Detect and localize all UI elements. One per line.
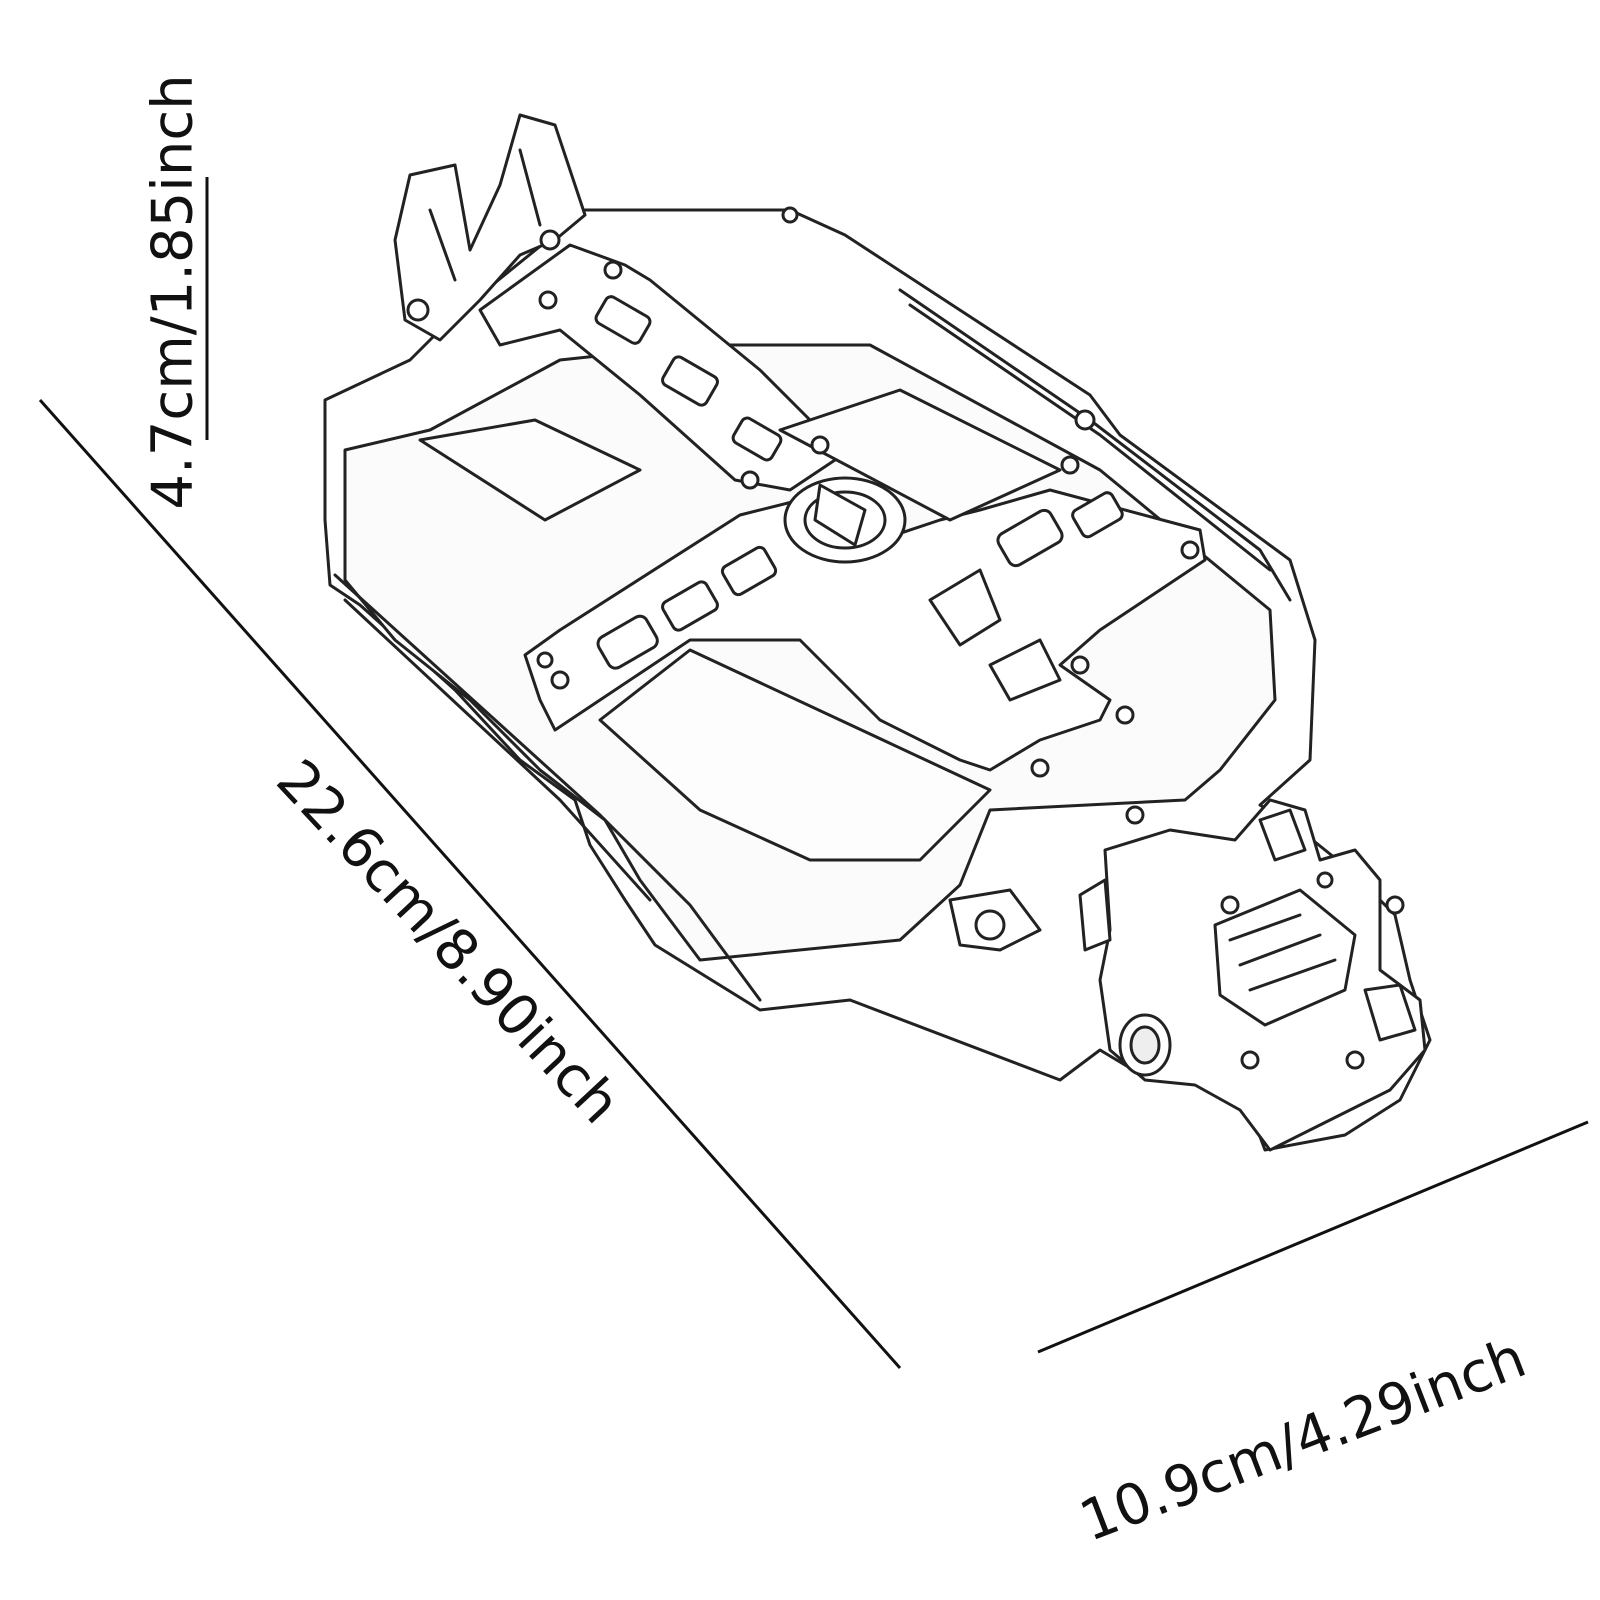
chassis-drawing <box>323 113 1432 1152</box>
width-dimension-line <box>1037 1120 1589 1354</box>
height-dimension-label: 4.7cm/1.85inch <box>140 74 206 510</box>
length-dimension-line <box>38 399 902 1369</box>
